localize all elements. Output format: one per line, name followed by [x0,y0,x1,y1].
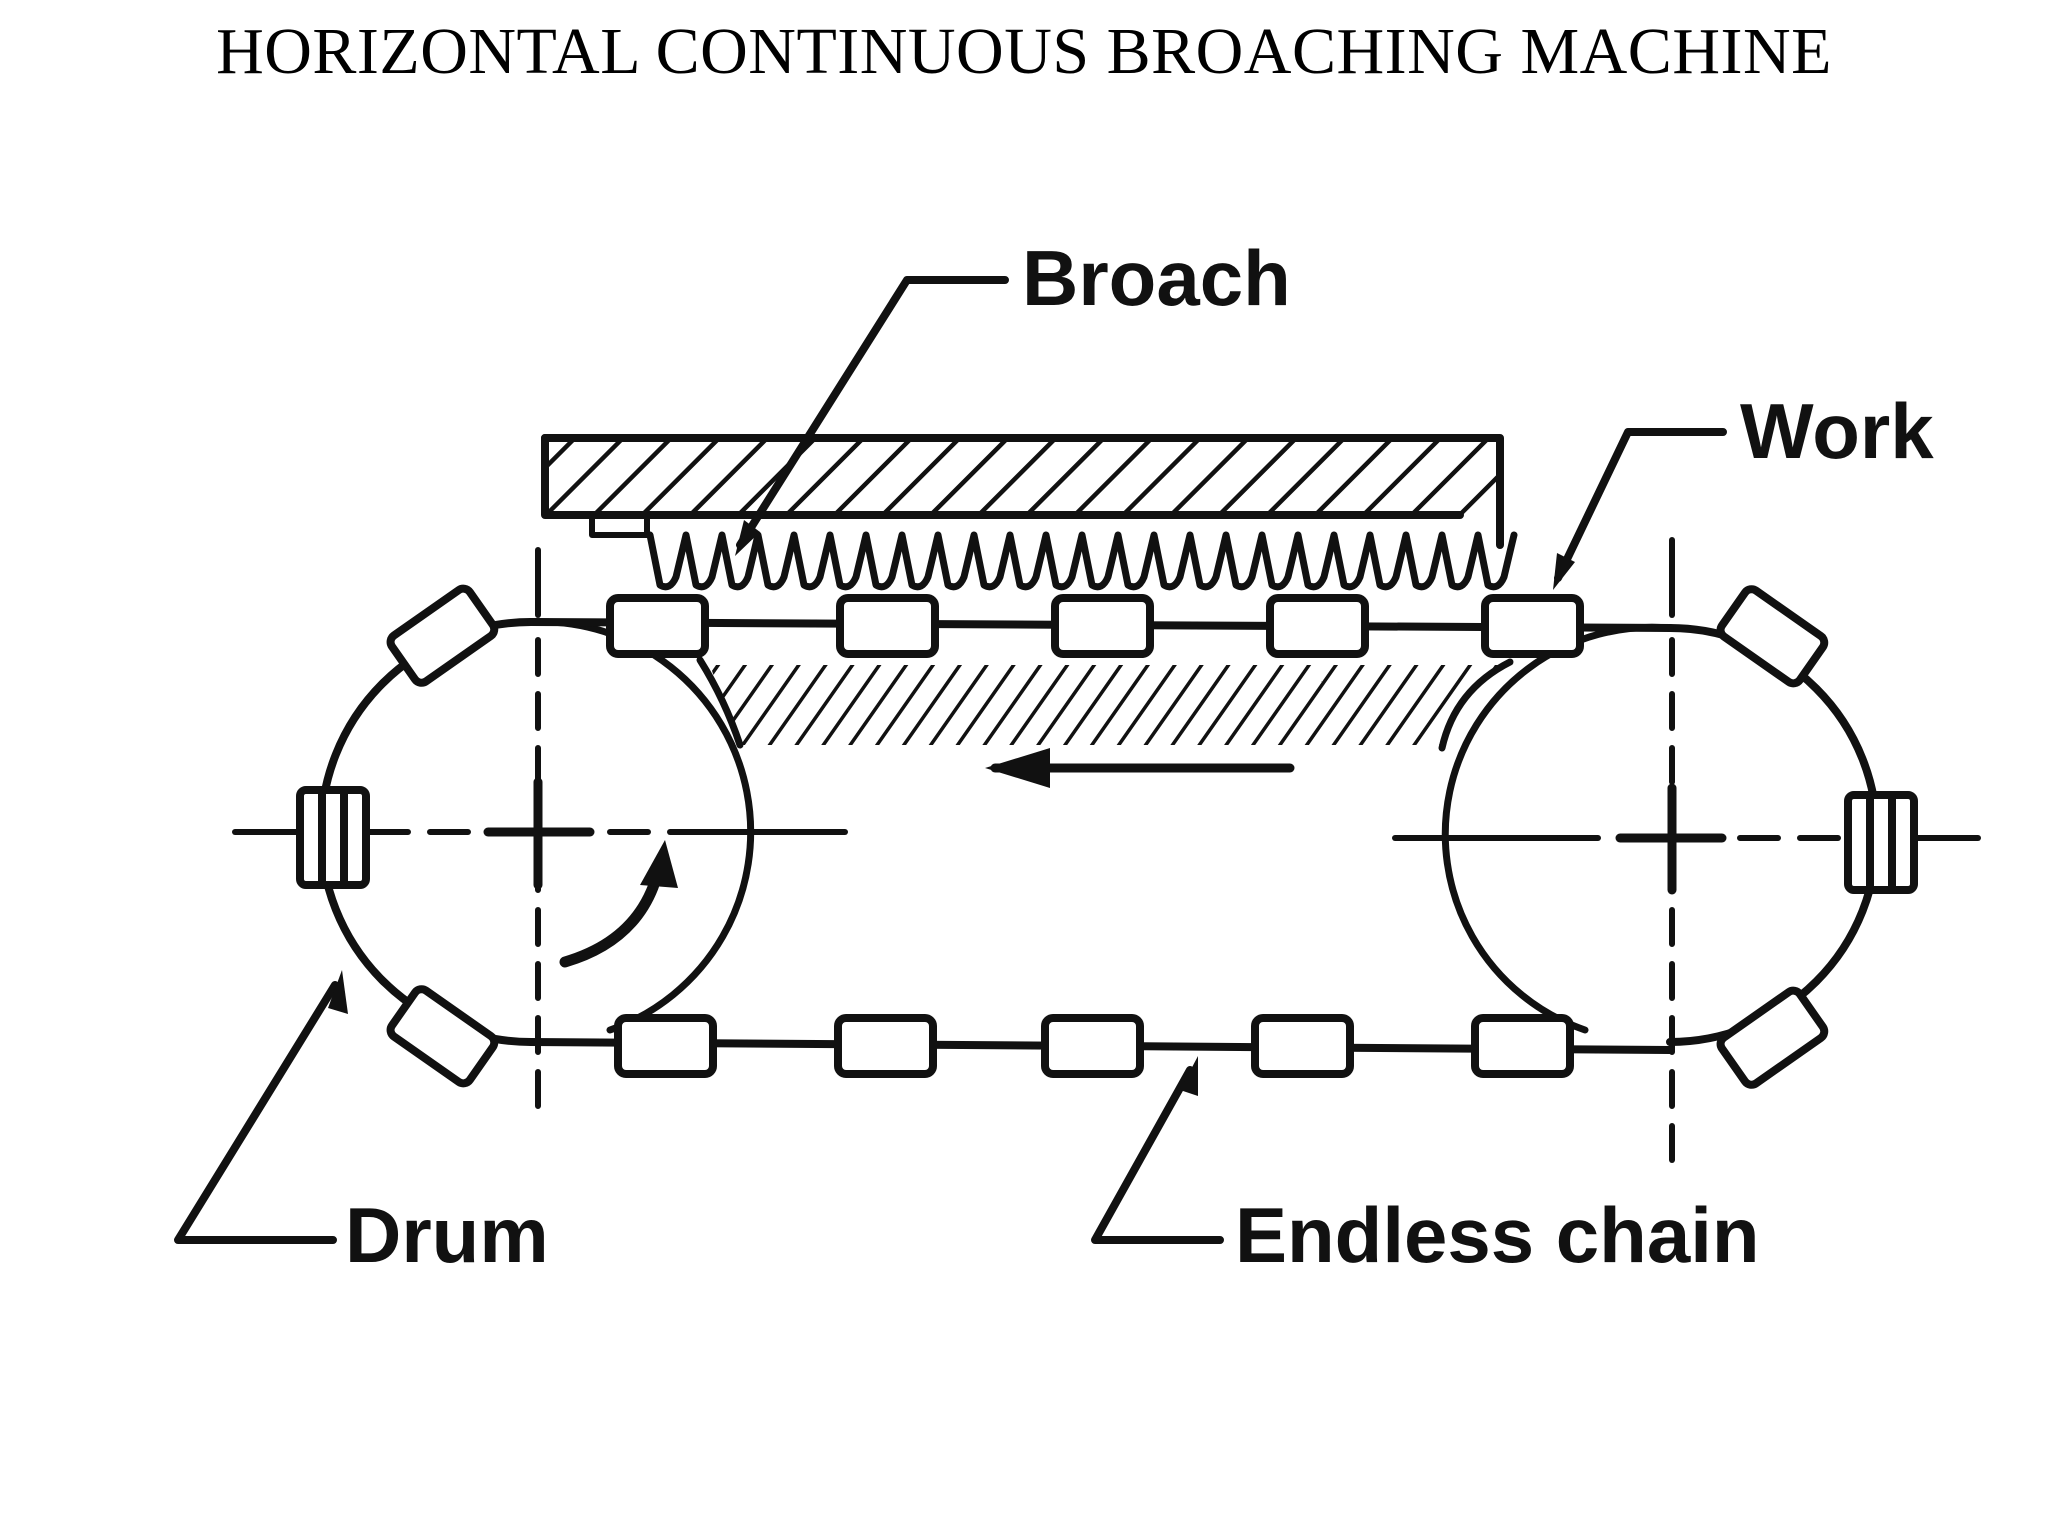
top-workpieces [606,594,1584,658]
bottom-workpieces [614,1014,1574,1078]
machine-bed [696,656,1514,752]
broach-label: Broach [1022,234,1291,322]
feed-direction-arrow [985,748,1295,788]
broach-teeth [589,512,1518,591]
endless-chain-label: Endless chain [1235,1191,1760,1279]
drum-leader [174,970,348,1244]
page-title: HORIZONTAL CONTINUOUS BROACHING MACHINE [216,15,1832,88]
drum-workpieces [296,584,1918,1089]
drum-label: Drum [345,1191,549,1279]
broach-holder [541,434,1504,549]
broach-leader [735,276,1009,556]
chain-leader [1091,1056,1224,1244]
drum-rotation-arrow [559,840,678,968]
work-label: Work [1740,387,1934,475]
right-drum-centerline [1392,537,1981,1163]
work-leader [1553,428,1727,590]
